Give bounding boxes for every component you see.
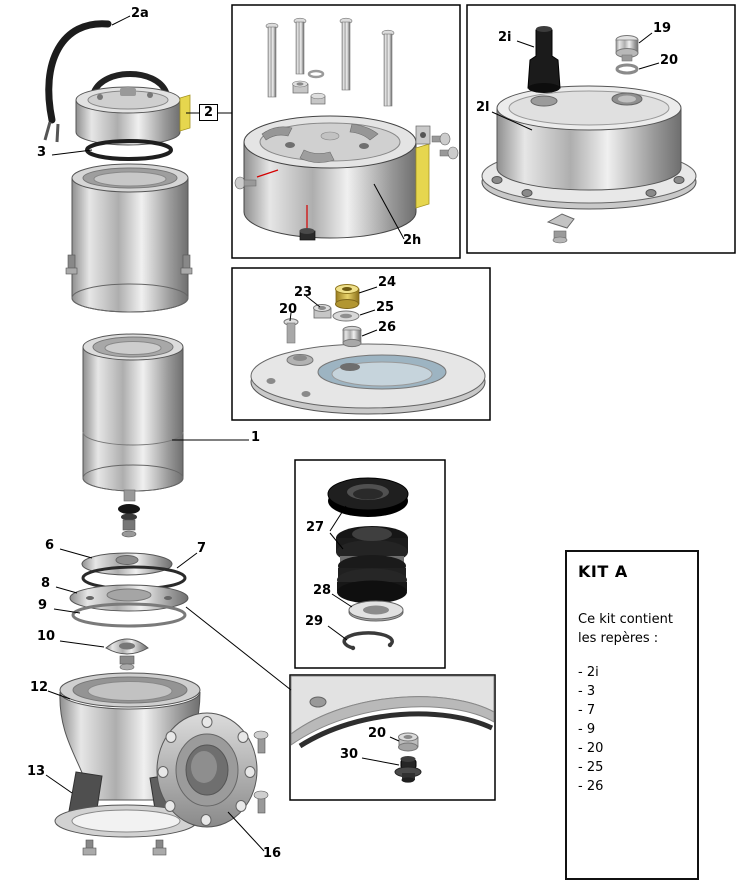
part-label-13: 13 bbox=[27, 764, 46, 779]
seal-seat-ring-27 bbox=[327, 477, 409, 517]
part-label-27: 27 bbox=[306, 520, 325, 535]
snap-ring-29 bbox=[342, 631, 394, 651]
valve-nut-23 bbox=[313, 304, 332, 319]
cable-gland bbox=[527, 26, 561, 93]
impeller bbox=[105, 638, 149, 671]
part-label-2h: 2h bbox=[403, 233, 422, 248]
assembly-screws bbox=[265, 17, 395, 107]
seal-washer-28 bbox=[348, 600, 404, 622]
part-label-20-plug: 20 bbox=[368, 726, 387, 741]
yellow-tab bbox=[415, 143, 430, 209]
kit-a-panel: KIT A Ce kit contient les repères : - 2i… bbox=[565, 550, 699, 880]
valve-plug-26 bbox=[342, 325, 362, 348]
kit-item: - 3 bbox=[578, 683, 596, 699]
kit-item: - 2i bbox=[578, 664, 599, 680]
kit-items-list: - 2i - 3 - 7 - 9 - 20 - 25 - 26 bbox=[578, 665, 686, 794]
motor-housing bbox=[65, 163, 193, 313]
part-label-26: 26 bbox=[378, 320, 397, 335]
detail-box-motor-top bbox=[231, 4, 461, 259]
vent-screw-20 bbox=[283, 318, 299, 344]
plug-washer-20 bbox=[398, 732, 419, 752]
motor-oring bbox=[85, 139, 173, 161]
part-label-2-boxed: 2 bbox=[199, 104, 219, 121]
part-label-25: 25 bbox=[376, 300, 395, 315]
side-bolts bbox=[234, 132, 459, 190]
brass-fitting-24 bbox=[335, 284, 360, 309]
detail-box-cover bbox=[466, 4, 736, 254]
part-label-20-valve: 20 bbox=[279, 302, 298, 317]
yellow-tab bbox=[179, 94, 191, 132]
washer-20-cover bbox=[615, 63, 639, 75]
kit-title: KIT A bbox=[578, 562, 628, 581]
shaft-parts bbox=[118, 489, 140, 538]
part-label-29: 29 bbox=[305, 614, 324, 629]
part-label-23: 23 bbox=[294, 285, 313, 300]
part-label-19: 19 bbox=[653, 21, 672, 36]
detail-box-plug bbox=[289, 674, 496, 801]
kit-desc-line-2: les repères : bbox=[578, 630, 659, 646]
power-cable bbox=[43, 20, 112, 143]
motor-body bbox=[82, 333, 184, 492]
valve-washer-25 bbox=[332, 310, 360, 322]
terminal-nut bbox=[299, 228, 316, 241]
part-label-1: 1 bbox=[251, 430, 261, 445]
part-label-9: 9 bbox=[38, 598, 48, 613]
kit-item: - 26 bbox=[578, 778, 604, 794]
drain-plug-30 bbox=[394, 756, 422, 783]
part-label-7: 7 bbox=[197, 541, 207, 556]
motor-top-assembly bbox=[243, 115, 431, 239]
kit-description: Ce kit contient les repères : bbox=[578, 611, 686, 649]
part-label-2l: 2l bbox=[476, 100, 490, 115]
part-label-8: 8 bbox=[41, 576, 51, 591]
part-label-3: 3 bbox=[37, 145, 47, 160]
discharge-flange bbox=[156, 712, 258, 828]
part-label-2i: 2i bbox=[498, 30, 512, 45]
carry-handle bbox=[91, 71, 169, 95]
kit-desc-line-1: Ce kit contient bbox=[578, 612, 673, 627]
part-label-6: 6 bbox=[45, 538, 55, 553]
part-label-20-cover: 20 bbox=[660, 53, 679, 68]
part-label-10: 10 bbox=[37, 629, 56, 644]
detail-box-valve bbox=[231, 267, 491, 421]
flange-screws bbox=[253, 730, 269, 814]
earth-clip bbox=[546, 213, 575, 244]
part-label-2a: 2a bbox=[131, 6, 149, 21]
part-label-30: 30 bbox=[340, 747, 359, 762]
part-label-24: 24 bbox=[378, 275, 397, 290]
kit-item: - 7 bbox=[578, 702, 596, 718]
pump-top-cap bbox=[75, 86, 191, 146]
part-label-28: 28 bbox=[313, 583, 332, 598]
kit-item: - 25 bbox=[578, 759, 604, 775]
gasket bbox=[71, 602, 187, 628]
kit-item: - 9 bbox=[578, 721, 596, 737]
red-leader-lines bbox=[256, 169, 308, 228]
part-label-16: 16 bbox=[263, 846, 282, 861]
kit-item: - 20 bbox=[578, 740, 604, 756]
seal-bellows bbox=[336, 526, 408, 604]
part-label-12: 12 bbox=[30, 680, 49, 695]
detail-box-seal bbox=[294, 459, 446, 669]
fitting-19 bbox=[615, 35, 639, 62]
